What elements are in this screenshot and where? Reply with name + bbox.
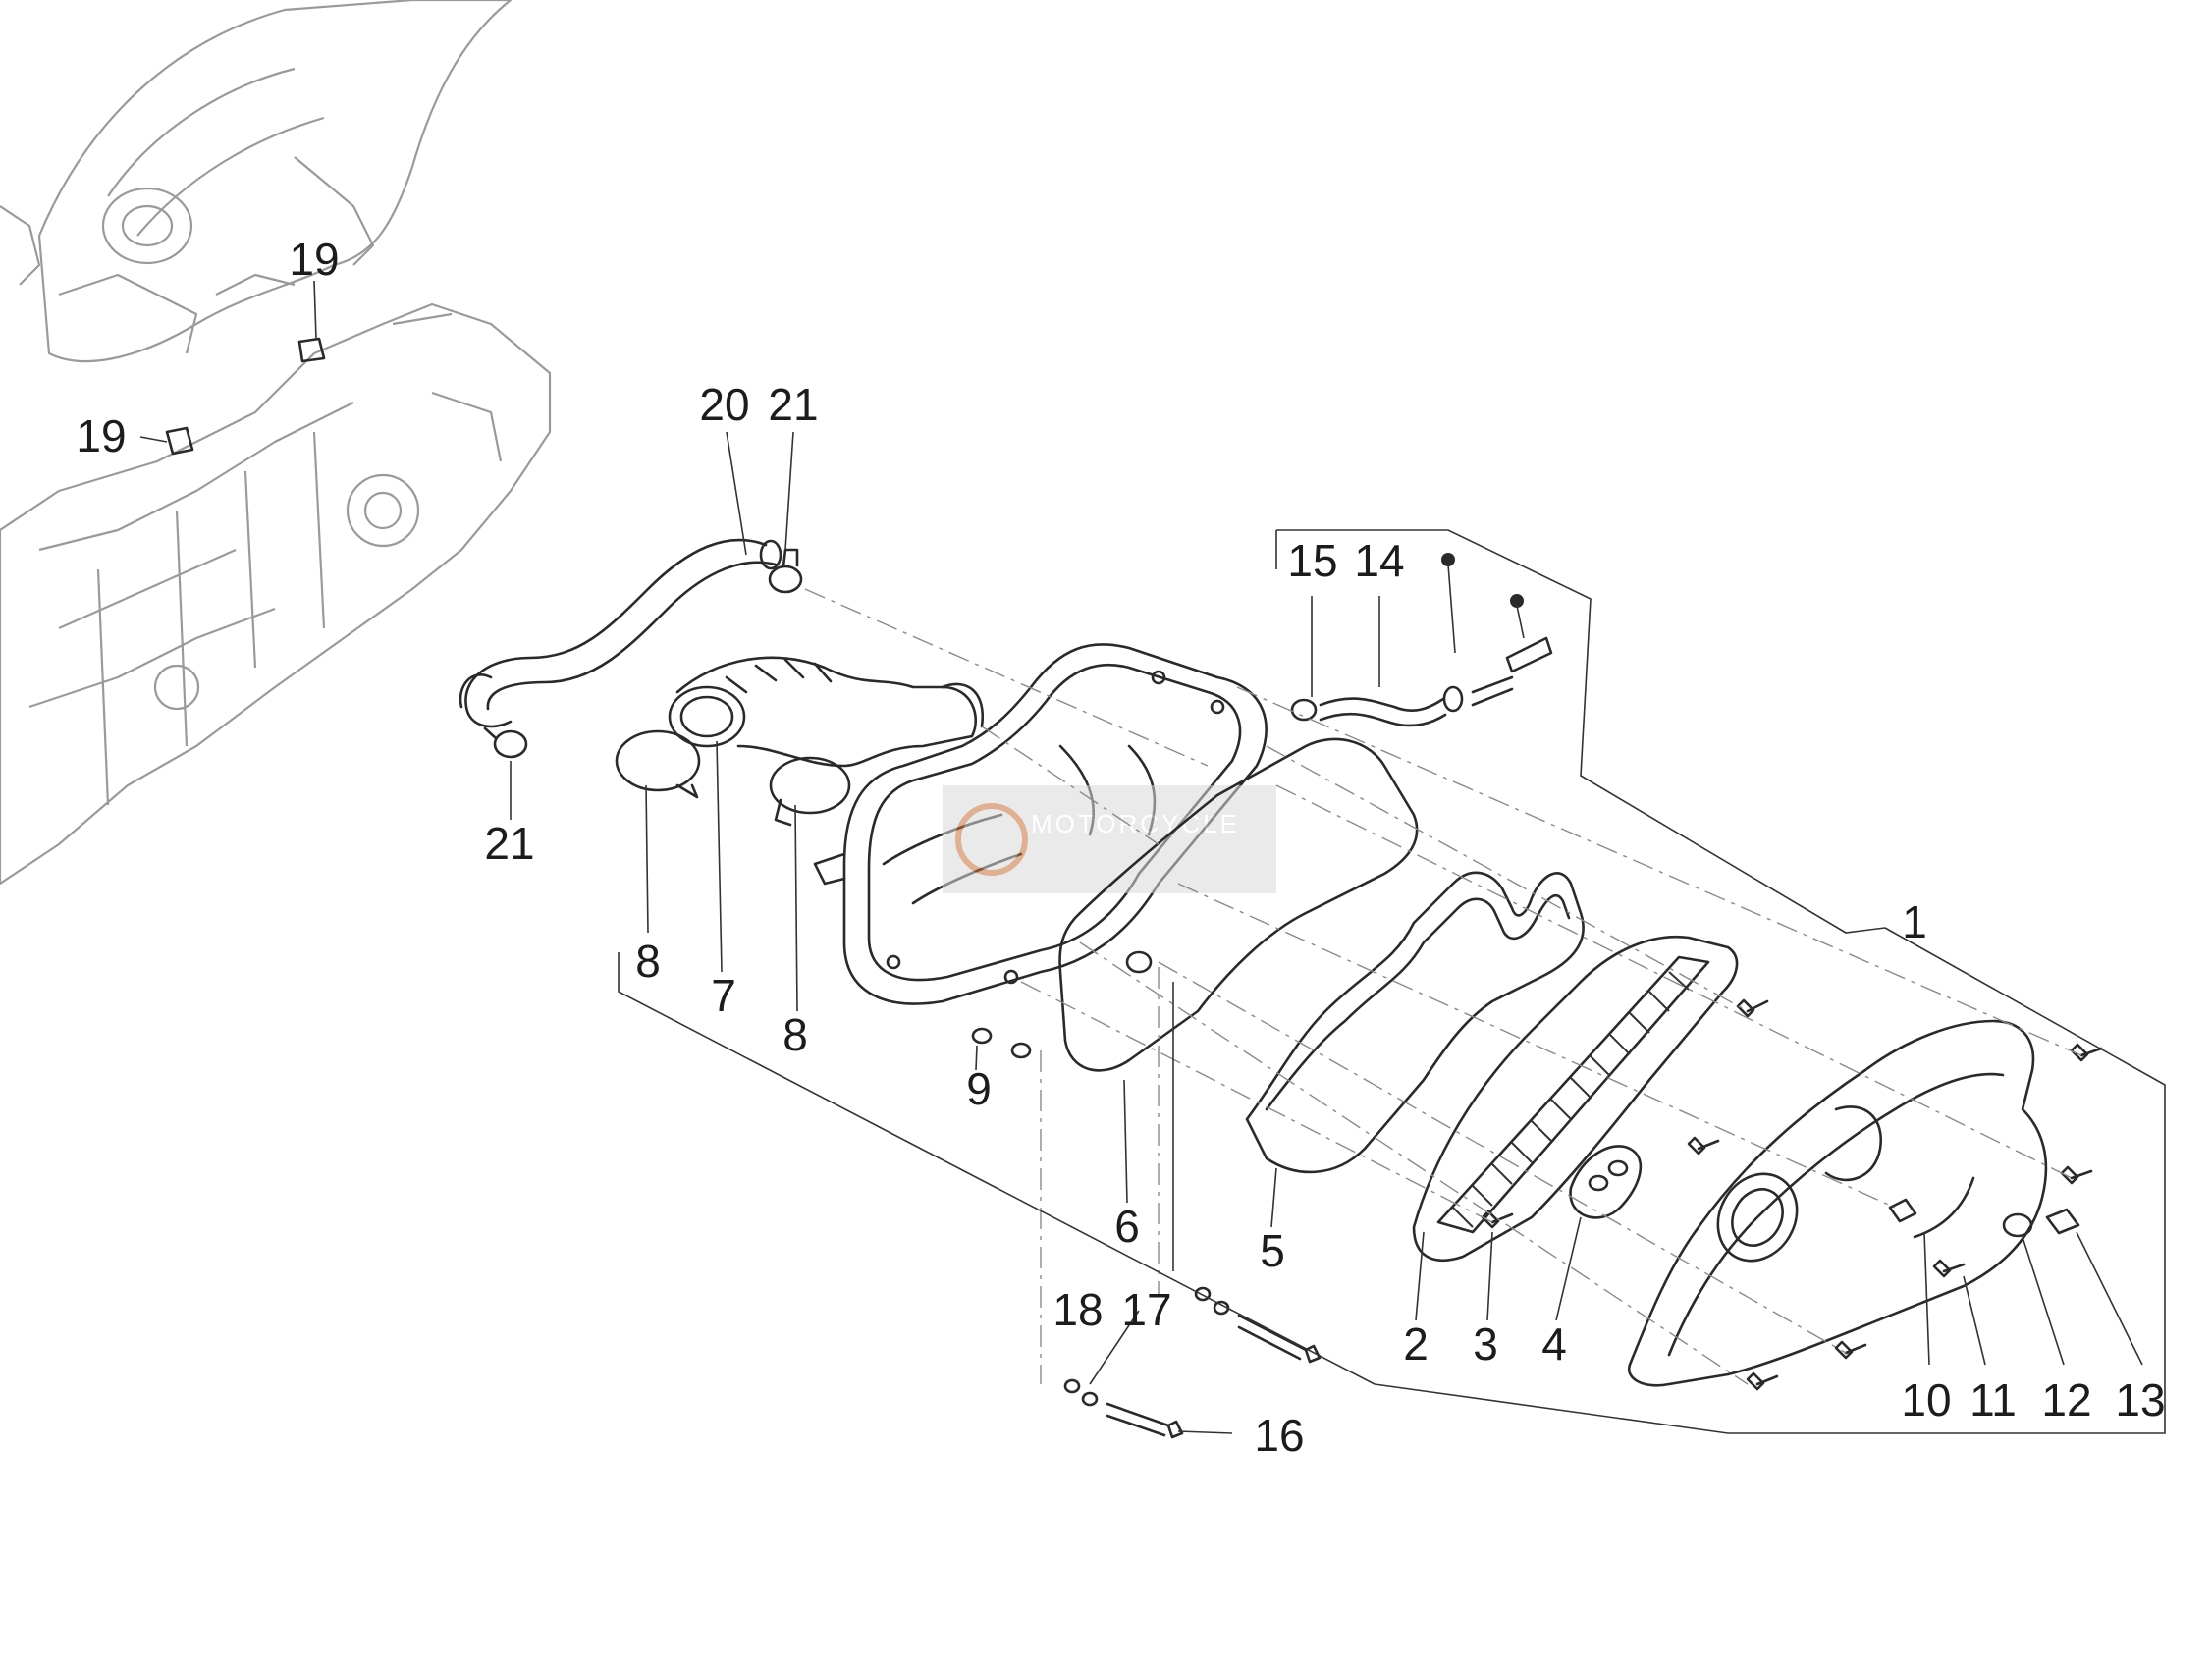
vent-caps-drawing xyxy=(1441,553,1525,654)
callout-12: 12 xyxy=(2041,1374,2091,1425)
gasket-inner-drawing xyxy=(1245,871,1585,1174)
callout-14: 14 xyxy=(1354,535,1404,586)
callout-15: 15 xyxy=(1287,535,1337,586)
filter-element-drawing xyxy=(1412,935,1739,1262)
callout-20: 20 xyxy=(699,379,749,430)
hose-clip-drawing xyxy=(483,548,803,759)
hose-14-drawing xyxy=(1290,636,1553,727)
callout-1: 1 xyxy=(1902,896,1927,947)
callout-11: 11 xyxy=(1969,1374,2017,1425)
callout-5: 5 xyxy=(1260,1225,1285,1276)
assembly-guides xyxy=(804,588,2082,1385)
gasket-outer-drawing xyxy=(1058,737,1419,1072)
callout-8b: 8 xyxy=(782,1009,808,1060)
callout-21a: 21 xyxy=(768,379,818,430)
airbox-cover-drawing xyxy=(1627,1019,2048,1387)
hose-clamp-drawing xyxy=(615,729,851,827)
callout-7: 7 xyxy=(711,970,736,1021)
crankcase-drawing xyxy=(0,302,552,886)
intake-duct-drawing xyxy=(668,656,985,768)
breather-hose-drawing xyxy=(459,538,782,728)
watermark-text: MOTORCYCLE xyxy=(1031,809,1240,838)
callout-16: 16 xyxy=(1254,1410,1304,1461)
callout-18: 18 xyxy=(1052,1284,1103,1335)
callout-19a: 19 xyxy=(289,234,339,285)
callout-4: 4 xyxy=(1541,1318,1567,1370)
callout-21b: 21 xyxy=(484,818,534,869)
callout-17: 17 xyxy=(1121,1284,1171,1335)
filter-pleats xyxy=(1452,971,1690,1228)
callout-3: 3 xyxy=(1473,1318,1498,1370)
engine-cover-drawing xyxy=(0,0,513,363)
callout-19b: 19 xyxy=(76,410,126,461)
callout-8a: 8 xyxy=(635,936,661,987)
callout-13: 13 xyxy=(2115,1374,2165,1425)
washers-bolts-drawing xyxy=(971,950,1322,1439)
watermark: MOTORCYCLE xyxy=(943,785,1276,893)
drain-plug-drawing xyxy=(1888,1198,2080,1238)
screws-drawing xyxy=(1481,998,2103,1391)
callout-2: 2 xyxy=(1403,1318,1429,1370)
callout-6: 6 xyxy=(1114,1201,1140,1252)
grommet-drawing xyxy=(1569,1145,1643,1219)
watermark-logo-icon xyxy=(955,803,1028,876)
clip-nuts-drawing xyxy=(165,337,326,456)
callout-9: 9 xyxy=(966,1063,992,1114)
callouts: 1 2 3 4 5 6 7 8 8 9 10 11 12 13 14 15 16… xyxy=(76,234,2165,1461)
leader-lines xyxy=(139,280,2166,1434)
callout-10: 10 xyxy=(1901,1374,1951,1425)
